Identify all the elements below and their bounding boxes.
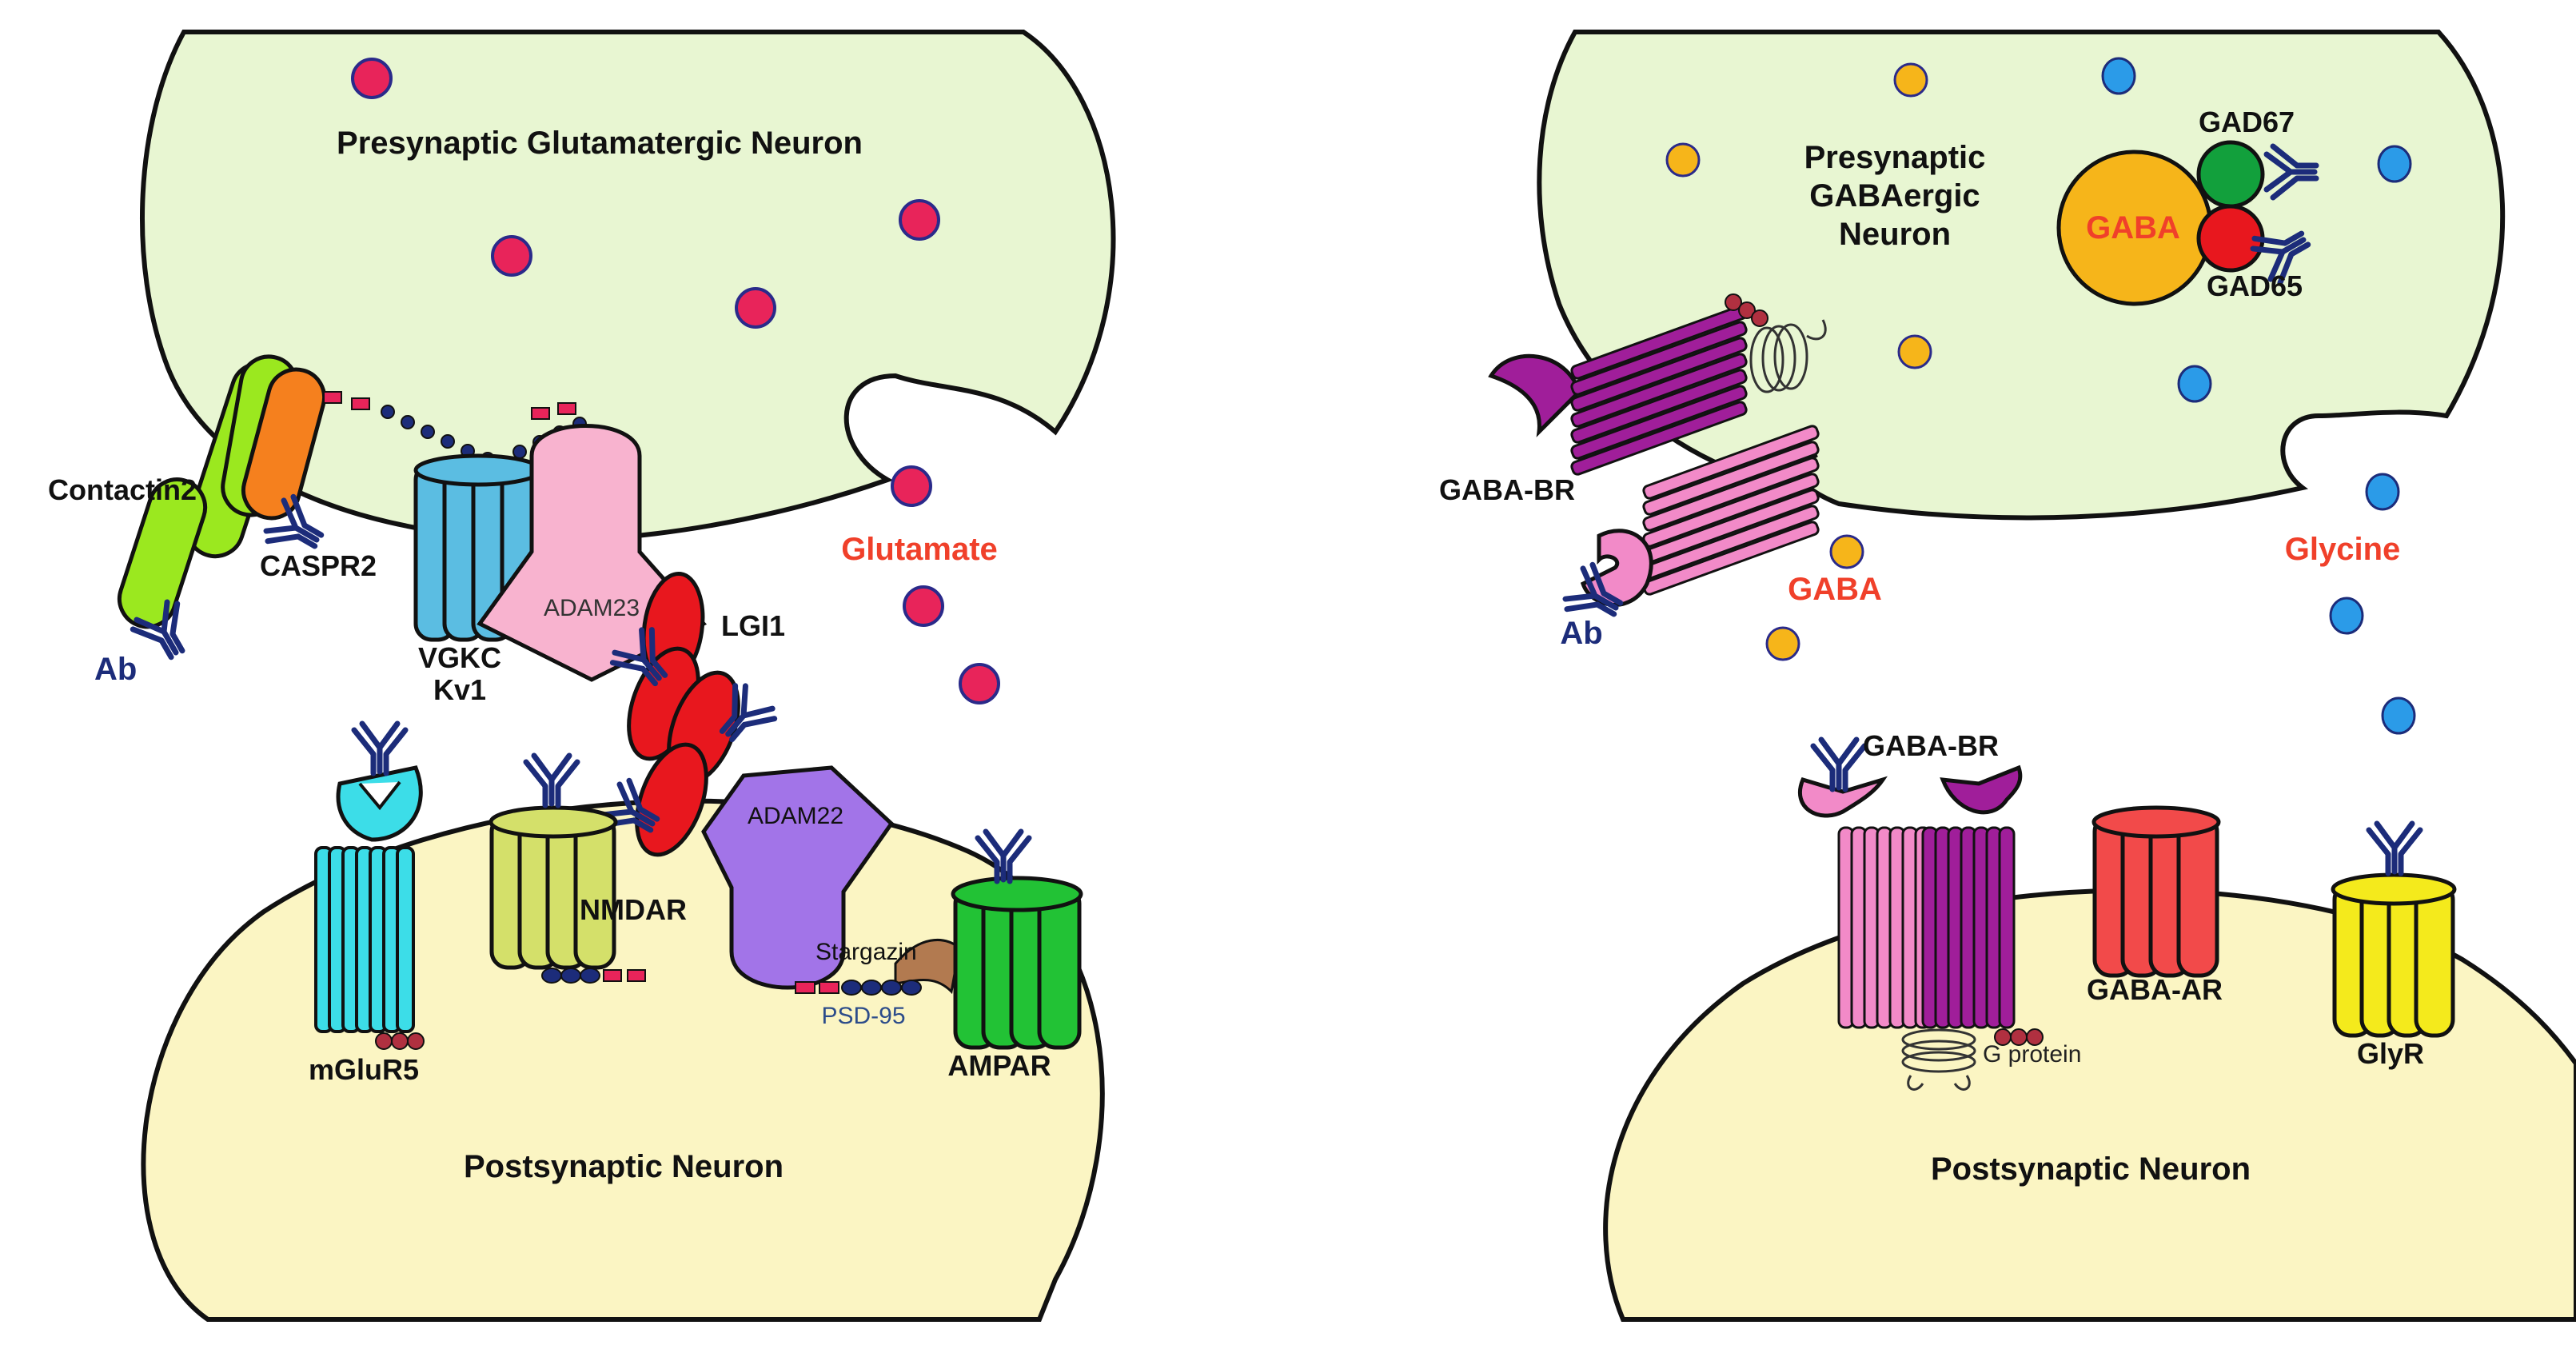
adam22-protein xyxy=(701,765,895,990)
postsynaptic-title-right: Postsynaptic Neuron xyxy=(1931,1151,2251,1187)
caspr2-label: CASPR2 xyxy=(260,549,377,582)
presynaptic-gabaergic-title-3: Neuron xyxy=(1839,217,1951,252)
adam23-label: ADAM23 xyxy=(544,595,640,621)
gad67-enzyme xyxy=(2196,140,2265,209)
g-protein-label: G protein xyxy=(1983,1041,2081,1068)
presynaptic-gabaergic-title-2: GABAergic xyxy=(1809,178,1980,214)
gaba-br-postsynaptic-label: GABA-BR xyxy=(1863,729,1999,762)
antibody-icon xyxy=(526,756,577,805)
nmdar-label: NMDAR xyxy=(580,893,687,926)
caspr2-protein xyxy=(241,367,327,521)
ampar-channel xyxy=(951,876,1083,1050)
mglur5-label: mGluR5 xyxy=(309,1053,419,1086)
gaba-ar-channel xyxy=(2092,805,2221,978)
presynaptic-glutamatergic-title: Presynaptic Glutamatergic Neuron xyxy=(337,126,863,161)
kv1-label: Kv1 xyxy=(433,673,486,706)
nmdar-channel xyxy=(488,805,618,970)
gaba-br-presynaptic xyxy=(1488,293,1827,607)
vgkc-label: VGKC xyxy=(418,641,501,674)
gaba-br-postsynaptic xyxy=(1797,764,2044,1091)
psd95-chain xyxy=(795,980,922,996)
glyr-label: GlyR xyxy=(2357,1037,2424,1070)
ampar-label: AMPAR xyxy=(947,1049,1051,1082)
gad67-label: GAD67 xyxy=(2199,106,2295,138)
antibody-icon xyxy=(1813,740,1864,789)
gaba-ar-label: GABA-AR xyxy=(2087,973,2223,1006)
presynaptic-gabaergic-neuron xyxy=(1537,30,2506,521)
glyr-channel xyxy=(2331,872,2457,1038)
ab-label-left: Ab xyxy=(94,652,137,687)
lgi1-label: LGI1 xyxy=(721,609,785,642)
presynaptic-gabaergic-title-1: Presynaptic xyxy=(1804,140,1986,175)
stargazin-label: Stargazin xyxy=(815,939,917,965)
antibody-icon xyxy=(2369,824,2420,873)
gaba-br-presynaptic-label: GABA-BR xyxy=(1439,473,1575,506)
right-panel: Presynaptic GABAergic Neuron GABA GAD67 … xyxy=(1439,30,2576,1322)
nmdar-chain xyxy=(541,968,646,984)
glycine-label: Glycine xyxy=(2285,532,2401,567)
vgkc-kv1-channel xyxy=(413,453,543,642)
left-panel: Presynaptic Glutamatergic Neuron Postsyn… xyxy=(48,30,1116,1322)
gaba-released-label: GABA xyxy=(1788,572,1882,607)
gad65-label: GAD65 xyxy=(2207,269,2303,302)
gaba-vesicle-label: GABA xyxy=(2086,210,2180,245)
antibody-icon xyxy=(354,724,405,773)
mglur5-receptor xyxy=(314,765,425,1050)
ab-label-right: Ab xyxy=(1560,616,1602,651)
psd95-label: PSD-95 xyxy=(821,1003,905,1029)
adam22-label: ADAM22 xyxy=(748,803,843,829)
glutamate-label: Glutamate xyxy=(841,532,998,567)
postsynaptic-title-left: Postsynaptic Neuron xyxy=(464,1149,784,1184)
contactin2-label: Contactin2 xyxy=(48,473,197,506)
